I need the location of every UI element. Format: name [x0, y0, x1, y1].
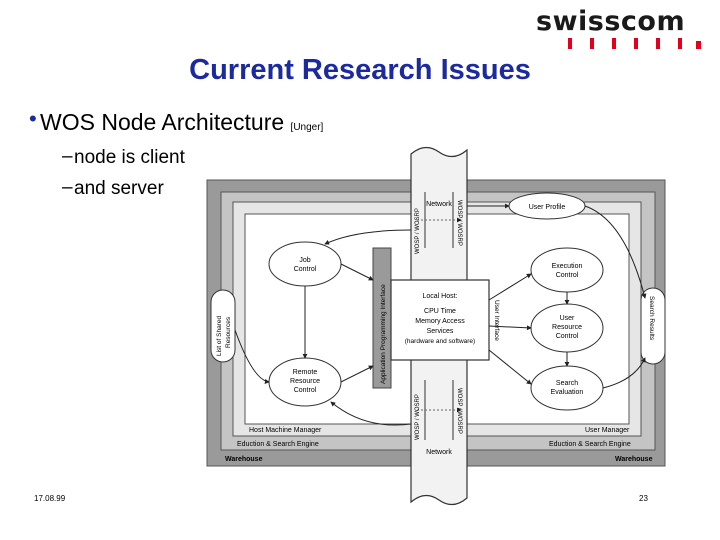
svg-text:Resources: Resources — [225, 316, 232, 348]
job-control-node — [268, 241, 342, 287]
svg-text:Control: Control — [556, 272, 579, 279]
dash-icon: – — [62, 146, 73, 167]
svg-text:CPU Time: CPU Time — [424, 308, 456, 315]
citation: [Unger] — [290, 122, 324, 133]
svg-text:(hardware and software): (hardware and software) — [405, 338, 475, 345]
svg-text:Execution: Execution — [552, 263, 583, 270]
svg-text:User: User — [560, 315, 575, 322]
bullet-dot-icon: • — [29, 106, 37, 131]
svg-text:Control: Control — [294, 387, 317, 394]
swisscom-logo: swisscom — [536, 4, 701, 52]
svg-text:Remote: Remote — [293, 369, 318, 376]
search-results-pill — [640, 287, 666, 365]
local-host-box — [390, 279, 490, 361]
user-manager-label: User Manager — [585, 427, 630, 434]
wos-node-architecture-diagram: Network Network WOSP / WOSRP WOSP / WOSR… — [206, 146, 666, 506]
search-results-label: Search Results — [648, 296, 655, 341]
svg-text:Control: Control — [556, 333, 579, 340]
host-machine-manager-label: Host Machine Manager — [249, 427, 322, 434]
svg-text:Control: Control — [294, 266, 317, 273]
eduction-left-label: Eduction & Search Engine — [237, 441, 319, 448]
svg-text:List of Shared: List of Shared — [216, 316, 223, 356]
network-top-label: Network — [426, 201, 452, 208]
user-profile-label: User Profile — [529, 204, 566, 211]
wosp-left-bottom-label: WOSP / WOSRP — [415, 394, 421, 440]
svg-text:Evaluation: Evaluation — [551, 389, 584, 396]
shared-resources-pill — [210, 289, 236, 363]
wosp-right-bottom-label: WOSP / WOSRP — [456, 388, 462, 434]
sub-bullet-client: – node is client — [62, 146, 185, 168]
api-label: Application Programming Interface — [380, 284, 387, 384]
wosp-left-label: WOSP / WOSRP — [415, 208, 421, 254]
warehouse-left-label: Warehouse — [225, 456, 263, 463]
logo-wordmark: swisscom — [536, 6, 686, 37]
page-number: 23 — [639, 494, 648, 503]
svg-text:Job: Job — [299, 257, 310, 264]
svg-text:Resource: Resource — [290, 378, 320, 385]
bullet-text: WOS Node Architecture — [40, 109, 285, 135]
svg-text:Services: Services — [427, 328, 454, 335]
network-bottom-label: Network — [426, 449, 452, 456]
bullet-wos-node-architecture: • WOS Node Architecture [Unger] — [29, 106, 324, 136]
svg-text:Local Host:: Local Host: — [422, 293, 457, 300]
footer-date: 17.08.99 — [34, 494, 66, 503]
svg-text:Resource: Resource — [552, 324, 582, 331]
svg-text:Memory Access: Memory Access — [415, 318, 465, 325]
warehouse-right-label: Warehouse — [615, 456, 653, 463]
dash-icon: – — [62, 177, 73, 198]
slide-title: Current Research Issues — [189, 54, 531, 86]
svg-text:Search: Search — [556, 380, 578, 387]
execution-control-node — [530, 247, 604, 293]
sub-bullet-server: – and server — [62, 177, 164, 199]
wosp-right-label: WOSP / WOSRP — [456, 200, 462, 246]
user-interface-label: User Interface — [493, 300, 500, 341]
search-evaluation-node — [530, 365, 604, 411]
eduction-right-label: Eduction & Search Engine — [549, 441, 631, 448]
